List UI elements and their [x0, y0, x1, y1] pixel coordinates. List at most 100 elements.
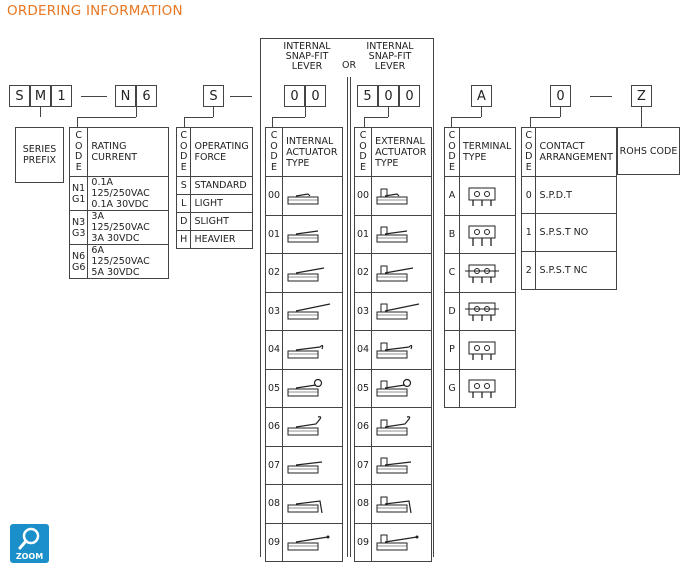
actuator-code: 04 [353, 330, 373, 370]
terminal-code: B [444, 214, 460, 254]
table-row: 02 [353, 253, 432, 293]
actuator-code: 00 [264, 176, 284, 216]
table-row: P [444, 330, 516, 370]
actuator-icon [376, 457, 412, 474]
terminal-icon [468, 187, 496, 206]
lever-bracket-top [260, 38, 434, 39]
actuator-code: 09 [264, 522, 284, 562]
connector [530, 117, 531, 127]
connector [77, 117, 136, 118]
table-row: 02 [264, 253, 343, 293]
actuator-icon [287, 415, 322, 436]
connector [40, 107, 41, 117]
page-title: ORDERING INFORMATION [7, 3, 183, 19]
actuator-code: 09 [353, 522, 373, 562]
connector [77, 117, 78, 127]
terminal-icon [465, 264, 499, 283]
lever-column-line [260, 77, 261, 557]
actuator-icon [287, 379, 323, 397]
actuator-drawing [371, 368, 432, 408]
terminal-drawing [459, 176, 516, 216]
table-row: 07 [353, 445, 432, 485]
terminal-code: C [444, 253, 460, 293]
actuator-icon [287, 193, 319, 205]
actuator-icon [376, 379, 412, 397]
zoom-label: ZOOM [15, 552, 44, 561]
connector [481, 107, 482, 117]
actuator-drawing [371, 291, 432, 331]
actuator-icon [287, 535, 330, 551]
code-box-m: M [30, 85, 51, 107]
magnifier-icon [18, 527, 40, 550]
connector [530, 117, 560, 118]
actuator-code: 08 [353, 484, 373, 524]
code-box-ext-1: 0 [378, 85, 399, 107]
rohs-code-box: ROHS CODE [617, 127, 680, 175]
code-box-ext-0: 5 [357, 85, 378, 107]
actuator-drawing [371, 484, 432, 524]
terminal-code: G [444, 368, 460, 408]
connector [364, 117, 388, 118]
actuator-icon [287, 344, 324, 359]
actuator-code: 05 [353, 368, 373, 408]
terminal-drawing [459, 253, 516, 293]
lever-column-line [347, 77, 348, 557]
actuator-code: 00 [353, 176, 373, 216]
table-row: 06 [264, 407, 343, 447]
actuator-icon [376, 188, 408, 205]
actuator-icon [376, 226, 408, 243]
lever-column-line [433, 77, 434, 557]
table-row: 05 [264, 368, 343, 408]
actuator-drawing [371, 214, 432, 254]
code-box-force: S [203, 85, 224, 107]
terminal-icon [465, 302, 499, 322]
actuator-code: 02 [353, 253, 373, 293]
connector [213, 107, 214, 117]
connector [184, 117, 213, 118]
actuator-code: 07 [353, 445, 373, 485]
connector [451, 117, 452, 127]
actuator-icon [376, 415, 411, 436]
connector [451, 117, 481, 118]
actuator-drawing [282, 330, 343, 370]
zoom-button[interactable]: ZOOM [10, 524, 49, 563]
table-row: 00 [353, 176, 432, 216]
dash [230, 96, 252, 97]
actuator-drawing [282, 407, 343, 447]
actuator-icon [376, 265, 414, 282]
actuator-drawing [282, 291, 343, 331]
connector [305, 107, 306, 117]
table-row: B [444, 214, 516, 254]
code-box-contact: 0 [550, 85, 571, 107]
terminal-code: A [444, 176, 460, 216]
actuator-drawing [371, 330, 432, 370]
table-row: 08 [264, 484, 343, 524]
table-row: C [444, 253, 516, 293]
table-row: D [444, 291, 516, 331]
actuator-icon [287, 461, 323, 474]
table-row: 03 [353, 291, 432, 331]
table-row: 06 [353, 407, 432, 447]
code-box-int-1: 0 [305, 85, 326, 107]
actuator-drawing [282, 176, 343, 216]
table-row: 07 [264, 445, 343, 485]
actuator-icon [376, 342, 413, 359]
terminal-code: D [444, 291, 460, 331]
actuator-drawing [282, 445, 343, 485]
code-box-rohs: Z [631, 85, 652, 107]
table-row: 09 [353, 522, 432, 562]
